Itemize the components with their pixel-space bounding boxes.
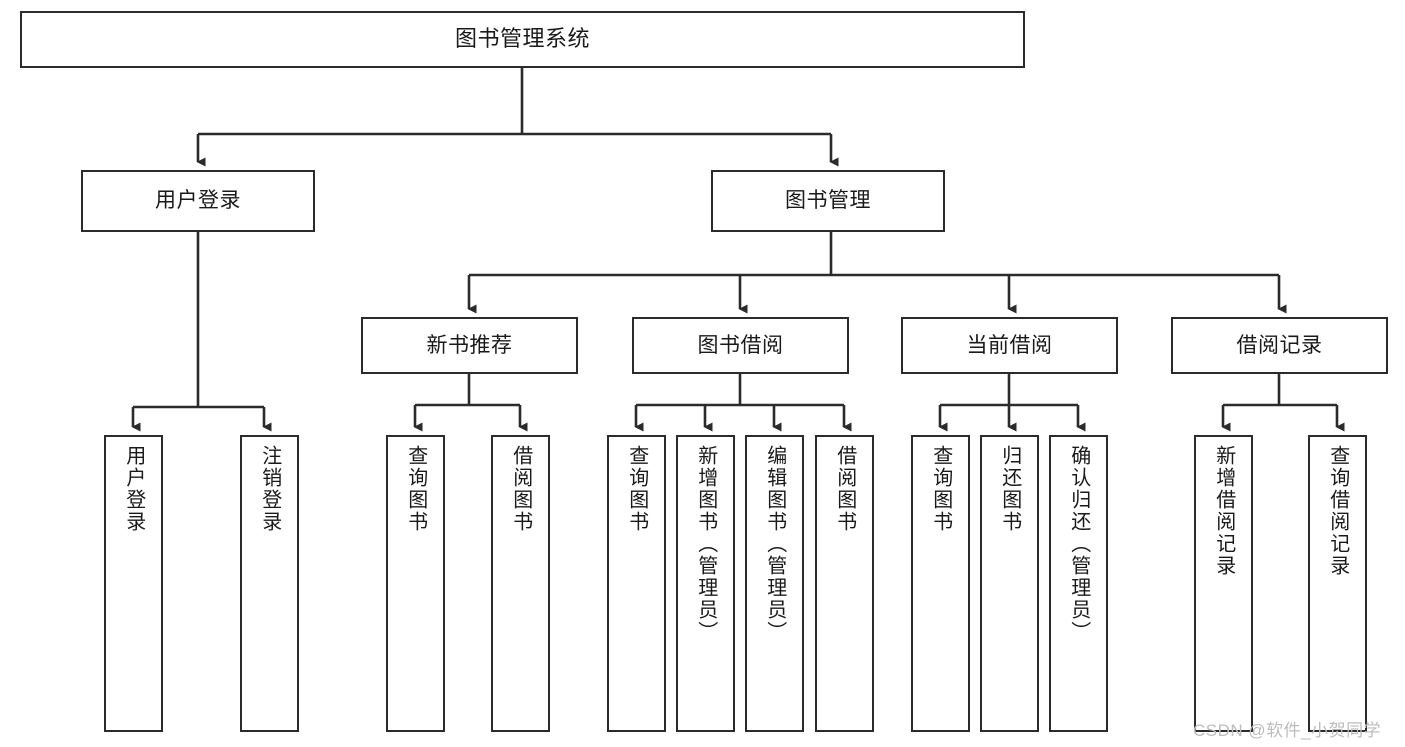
leaf-new-book-query[interactable]: 查询图书	[386, 435, 445, 732]
leaf-new-book-borrow[interactable]: 借阅图书	[491, 435, 550, 732]
leaf-current-return-book[interactable]: 归还图书	[980, 435, 1039, 732]
node-label: 借阅记录	[1236, 333, 1323, 357]
node-label: 注销登录	[258, 445, 281, 533]
leaf-borrow-borrow-book[interactable]: 借阅图书	[815, 435, 874, 732]
node-book-borrow[interactable]: 图书借阅	[632, 317, 849, 374]
leaf-current-confirm-return-admin[interactable]: 确认归还（管理员）	[1049, 435, 1108, 732]
leaf-user-login-login[interactable]: 用户登录	[104, 435, 163, 732]
node-label: 图书借阅	[697, 333, 784, 357]
node-label: 查询借阅记录	[1326, 445, 1349, 577]
node-borrow-record[interactable]: 借阅记录	[1171, 317, 1388, 374]
leaf-borrow-query-book[interactable]: 查询图书	[607, 435, 666, 732]
node-label: 归还图书	[998, 445, 1021, 533]
node-label: 确认归还（管理员）	[1067, 445, 1090, 643]
node-label: 借阅图书	[833, 445, 856, 533]
node-current-borrow[interactable]: 当前借阅	[901, 317, 1118, 374]
leaf-record-add-record[interactable]: 新增借阅记录	[1194, 435, 1253, 732]
node-label: 图书管理	[785, 189, 871, 213]
node-book-management[interactable]: 图书管理	[711, 170, 945, 232]
node-label: 图书管理系统	[454, 26, 590, 52]
node-label: 用户登录	[122, 445, 145, 533]
node-user-login[interactable]: 用户登录	[81, 170, 315, 232]
node-root-system[interactable]: 图书管理系统	[20, 11, 1025, 68]
node-label: 用户登录	[155, 189, 241, 213]
leaf-user-login-logout[interactable]: 注销登录	[240, 435, 299, 732]
leaf-current-query-book[interactable]: 查询图书	[911, 435, 970, 732]
leaf-borrow-add-book-admin[interactable]: 新增图书（管理员）	[676, 435, 735, 732]
node-label: 查询图书	[404, 445, 427, 533]
leaf-record-query-record[interactable]: 查询借阅记录	[1308, 435, 1367, 732]
node-label: 编辑图书（管理员）	[763, 445, 786, 643]
node-label: 新增借阅记录	[1212, 445, 1235, 577]
csdn-watermark: CSDN @软件_小贺同学	[1193, 721, 1382, 740]
node-label: 查询图书	[625, 445, 648, 533]
leaf-borrow-edit-book-admin[interactable]: 编辑图书（管理员）	[745, 435, 804, 732]
node-label: 借阅图书	[509, 445, 532, 533]
node-label: 新书推荐	[426, 333, 513, 357]
node-label: 查询图书	[929, 445, 952, 533]
node-new-book-recommend[interactable]: 新书推荐	[361, 317, 578, 374]
node-label: 当前借阅	[966, 333, 1053, 357]
node-label: 新增图书（管理员）	[694, 445, 717, 643]
